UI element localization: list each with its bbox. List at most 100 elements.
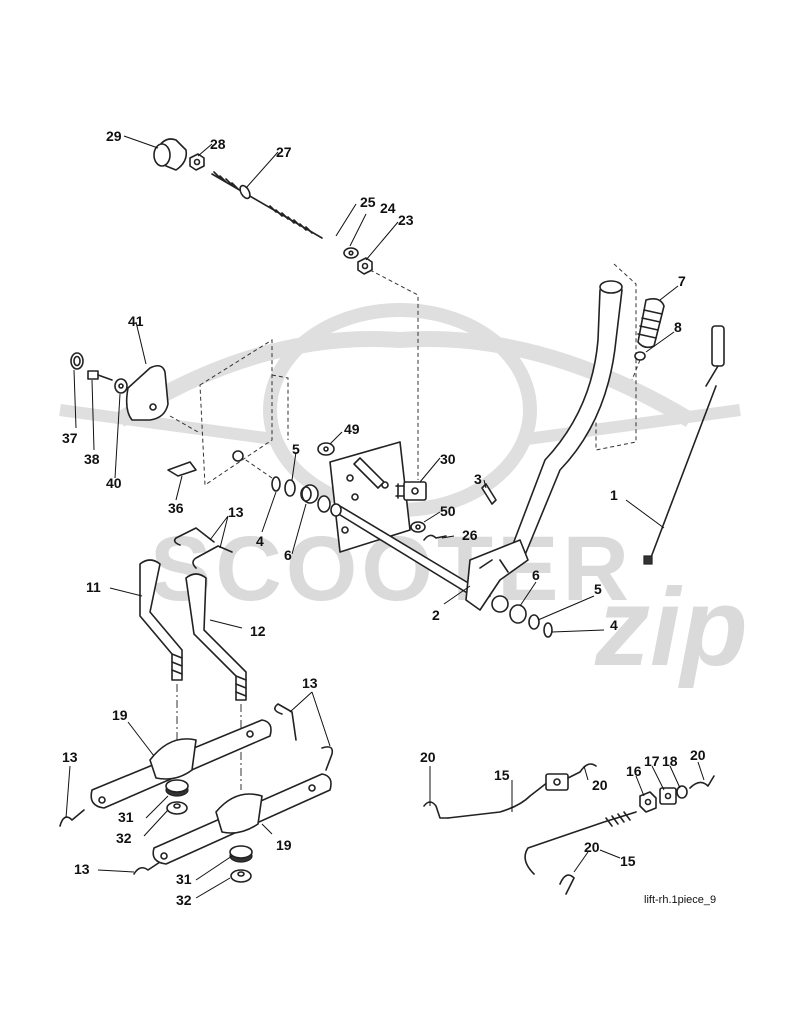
assembly-line-bracket	[169, 415, 199, 433]
part-37-ring	[70, 352, 84, 370]
part-17-block	[659, 787, 677, 805]
part-16-nut	[639, 791, 657, 813]
part-29-knob	[153, 138, 188, 171]
part-30-pivot-block	[395, 481, 427, 501]
callout-2: 2	[432, 607, 440, 623]
callout-40: 40	[106, 475, 122, 491]
callout-27: 27	[276, 144, 292, 160]
assembly-line-grip	[631, 359, 641, 381]
part-4-clip-right	[543, 622, 553, 638]
part-1-rod	[643, 325, 725, 565]
part-19-lift-arm-upper	[90, 719, 272, 809]
part-40-washer	[114, 378, 128, 394]
part-23-nut	[357, 257, 373, 275]
part-32-nut-lower	[230, 869, 252, 883]
lever-extension-outline	[595, 263, 637, 451]
watermark-sub: zip	[594, 566, 748, 689]
callout-15-upper: 15	[494, 767, 510, 783]
callout-4-left: 4	[256, 533, 264, 549]
callout-11: 11	[86, 579, 101, 595]
part-15-rod-upper	[423, 763, 597, 819]
callout-8: 8	[674, 319, 682, 335]
part-7-grip	[637, 298, 665, 349]
part-6-bushing-right	[491, 595, 527, 624]
callout-18: 18	[662, 753, 678, 769]
callout-19-upper: 19	[112, 707, 128, 723]
part-4-clip-left	[271, 476, 281, 492]
callout-50: 50	[440, 503, 456, 519]
mounting-plate	[329, 441, 411, 553]
callout-5-left: 5	[292, 441, 300, 457]
callout-19-lower: 19	[276, 837, 292, 853]
part-13-hairpin-e	[59, 809, 85, 827]
part-13-hairpin-b	[192, 545, 233, 569]
part-32-nut-upper	[166, 801, 188, 815]
part-13-hairpin-d	[321, 746, 334, 771]
callout-15-lower: 15	[620, 853, 636, 869]
callout-28: 28	[210, 136, 226, 152]
callout-41: 41	[128, 313, 144, 329]
dashed-plate-outline	[199, 339, 289, 486]
callout-26: 26	[462, 527, 478, 543]
callout-49: 49	[344, 421, 360, 437]
part-50-washer	[410, 521, 426, 533]
part-5-washer-left	[284, 479, 296, 497]
part-38-bolt	[87, 370, 113, 381]
part-41-bracket	[125, 364, 169, 421]
part-31-bushing-lower	[229, 845, 253, 863]
part-5-washer-right	[528, 614, 540, 630]
callout-30: 30	[440, 451, 456, 467]
part-13-hairpin-f	[133, 861, 161, 875]
callout-labels: 29 28 27 25 24 23 41 37 38 40 49 5 30 3 …	[62, 128, 706, 908]
callout-7: 7	[678, 273, 686, 289]
callout-20-mid: 20	[592, 777, 608, 793]
callout-6-right: 6	[532, 567, 540, 583]
callout-36: 36	[168, 500, 184, 516]
part-20-hairpin-right	[689, 775, 715, 789]
part-27-threaded-rod	[211, 171, 323, 239]
assembly-line-left-spacers	[239, 455, 273, 479]
part-13-hairpin-c	[274, 703, 297, 741]
callout-32-upper: 32	[116, 830, 132, 846]
part-18-nut	[676, 785, 688, 799]
leader-lines	[65, 135, 705, 899]
part-12-link	[185, 573, 247, 701]
callout-24: 24	[380, 200, 396, 216]
lift-lever	[465, 280, 623, 611]
callout-32-lower: 32	[176, 892, 192, 908]
callout-23: 23	[398, 212, 414, 228]
part-31-bushing-upper	[165, 779, 189, 797]
callout-20-left: 20	[420, 749, 436, 765]
callout-31-upper: 31	[118, 809, 134, 825]
callout-4-right: 4	[610, 617, 618, 633]
callout-25: 25	[360, 194, 376, 210]
part-8-ring	[634, 351, 646, 361]
callout-13-left: 13	[62, 749, 78, 765]
callout-20-lower: 20	[584, 839, 600, 855]
part-13-hairpin-a	[173, 527, 215, 546]
part-36-clip	[167, 461, 197, 477]
assembly-line-rod-to-block	[369, 269, 419, 480]
part-15-rod-lower	[524, 811, 637, 895]
callout-12: 12	[250, 623, 266, 639]
pivot-stud	[232, 450, 244, 462]
part-49-washer	[317, 442, 335, 456]
diagram-caption: lift-rh.1piece_9	[644, 894, 716, 906]
callout-16: 16	[626, 763, 642, 779]
callout-6-left: 6	[284, 547, 292, 563]
callout-5-right: 5	[594, 581, 602, 597]
callout-1: 1	[610, 487, 618, 503]
part-24-washer	[343, 247, 359, 259]
callout-37: 37	[62, 430, 78, 446]
part-28-nut	[189, 153, 205, 171]
callout-31-lower: 31	[176, 871, 192, 887]
callout-20-right: 20	[690, 747, 706, 763]
part-6-bushing-left	[300, 484, 319, 504]
part-11-link	[139, 559, 183, 681]
callout-13-bottom: 13	[74, 861, 90, 877]
callout-17: 17	[644, 753, 660, 769]
part-3-key	[481, 483, 497, 505]
callout-29: 29	[106, 128, 122, 144]
part-19-lift-arm-lower	[152, 773, 332, 865]
